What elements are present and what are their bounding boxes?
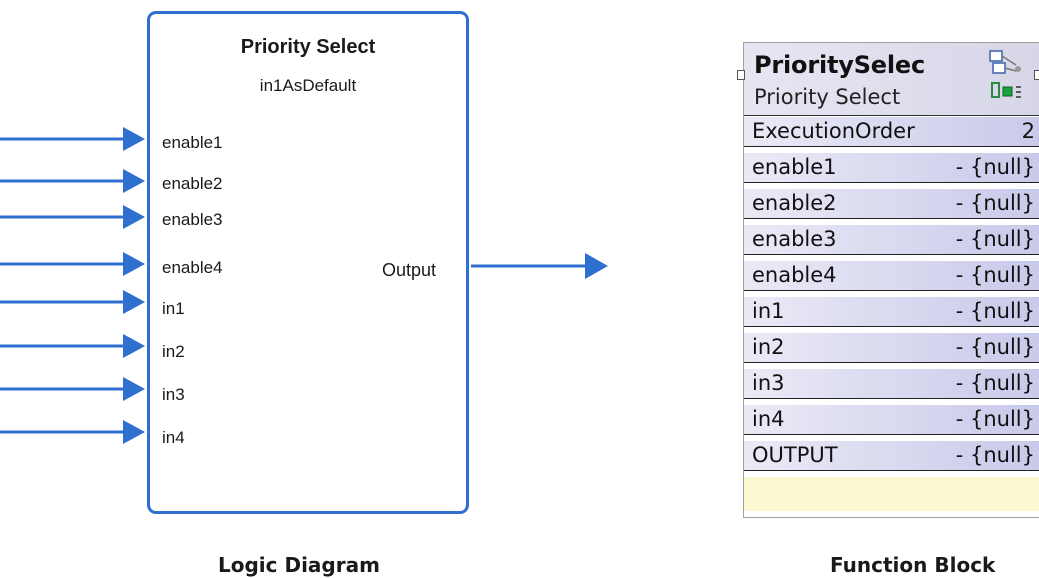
logic-block: Priority Select in1AsDefault enable1 ena… bbox=[147, 11, 469, 514]
fb-input-port[interactable] bbox=[737, 70, 745, 80]
input-pin-enable1: enable1 bbox=[162, 133, 223, 152]
function-block-name: PrioritySelec bbox=[754, 51, 926, 79]
input-pin-in3: in3 bbox=[162, 385, 185, 404]
fb-row-in4[interactable]: in4 - {null} bbox=[744, 405, 1039, 435]
fb-row-in2[interactable]: in2 - {null} bbox=[744, 333, 1039, 363]
input-arrows bbox=[0, 127, 145, 444]
input-arrow-in4 bbox=[0, 420, 145, 444]
fb-row-enable1[interactable]: enable1 - {null} bbox=[744, 153, 1039, 183]
fb-row-label: OUTPUT bbox=[752, 443, 838, 467]
fb-row-label: in2 bbox=[752, 335, 785, 359]
input-arrow-enable1 bbox=[0, 127, 145, 151]
input-arrow-in3 bbox=[0, 377, 145, 401]
input-pin-in2: in2 bbox=[162, 342, 185, 361]
fb-row-value: - {null} bbox=[955, 263, 1035, 287]
fb-row-output[interactable]: OUTPUT - {null} bbox=[744, 441, 1039, 471]
function-block-caption: Function Block bbox=[830, 553, 996, 577]
fb-row-value: - {null} bbox=[955, 335, 1035, 359]
logic-block-title: Priority Select bbox=[240, 36, 376, 58]
fb-footer bbox=[744, 477, 1039, 511]
fb-row-label: enable1 bbox=[752, 155, 837, 179]
output-arrow bbox=[471, 253, 608, 279]
fb-row-value: - {null} bbox=[955, 155, 1035, 179]
input-arrow-in1 bbox=[0, 290, 145, 314]
function-block-type: Priority Select bbox=[754, 85, 901, 109]
fb-row-label: in1 bbox=[752, 299, 785, 323]
fb-row-in1[interactable]: in1 - {null} bbox=[744, 297, 1039, 327]
fb-row-in3[interactable]: in3 - {null} bbox=[744, 369, 1039, 399]
function-block-header[interactable]: PrioritySelec Priority Select bbox=[744, 43, 1039, 116]
fb-row-value: - {null} bbox=[955, 299, 1035, 323]
function-block-icon bbox=[988, 49, 1030, 105]
input-arrow-in2 bbox=[0, 334, 145, 358]
fb-row-enable4[interactable]: enable4 - {null} bbox=[744, 261, 1039, 291]
fb-row-value: - {null} bbox=[955, 407, 1035, 431]
fb-row-execution-order[interactable]: ExecutionOrder 2 bbox=[744, 117, 1039, 147]
fb-row-value: - {null} bbox=[955, 371, 1035, 395]
fb-row-label: enable2 bbox=[752, 191, 837, 215]
function-block[interactable]: PrioritySelec Priority Select ExecutionO… bbox=[743, 42, 1039, 518]
fb-row-label: in3 bbox=[752, 371, 785, 395]
fb-row-value: - {null} bbox=[955, 443, 1035, 467]
fb-row-label: in4 bbox=[752, 407, 785, 431]
fb-row-label: enable4 bbox=[752, 263, 837, 287]
fb-row-enable3[interactable]: enable3 - {null} bbox=[744, 225, 1039, 255]
fb-row-value: 2 bbox=[1021, 119, 1035, 143]
input-arrow-enable4 bbox=[0, 252, 145, 276]
input-pin-enable2: enable2 bbox=[162, 174, 223, 193]
input-arrow-enable3 bbox=[0, 205, 145, 229]
input-pin-in4: in4 bbox=[162, 428, 185, 447]
fb-row-label: enable3 bbox=[752, 227, 837, 251]
fb-row-enable2[interactable]: enable2 - {null} bbox=[744, 189, 1039, 219]
input-arrow-enable2 bbox=[0, 169, 145, 193]
fb-row-value: - {null} bbox=[955, 227, 1035, 251]
fb-row-label: ExecutionOrder bbox=[752, 119, 915, 143]
logic-diagram-caption: Logic Diagram bbox=[218, 553, 380, 577]
input-pin-enable3: enable3 bbox=[162, 210, 223, 229]
input-pin-enable4: enable4 bbox=[162, 258, 223, 277]
fb-output-port[interactable] bbox=[1034, 70, 1039, 80]
input-pin-in1: in1 bbox=[162, 299, 185, 318]
fb-row-value: - {null} bbox=[955, 191, 1035, 215]
output-pin: Output bbox=[381, 260, 436, 280]
logic-block-subtitle: in1AsDefault bbox=[259, 76, 357, 95]
